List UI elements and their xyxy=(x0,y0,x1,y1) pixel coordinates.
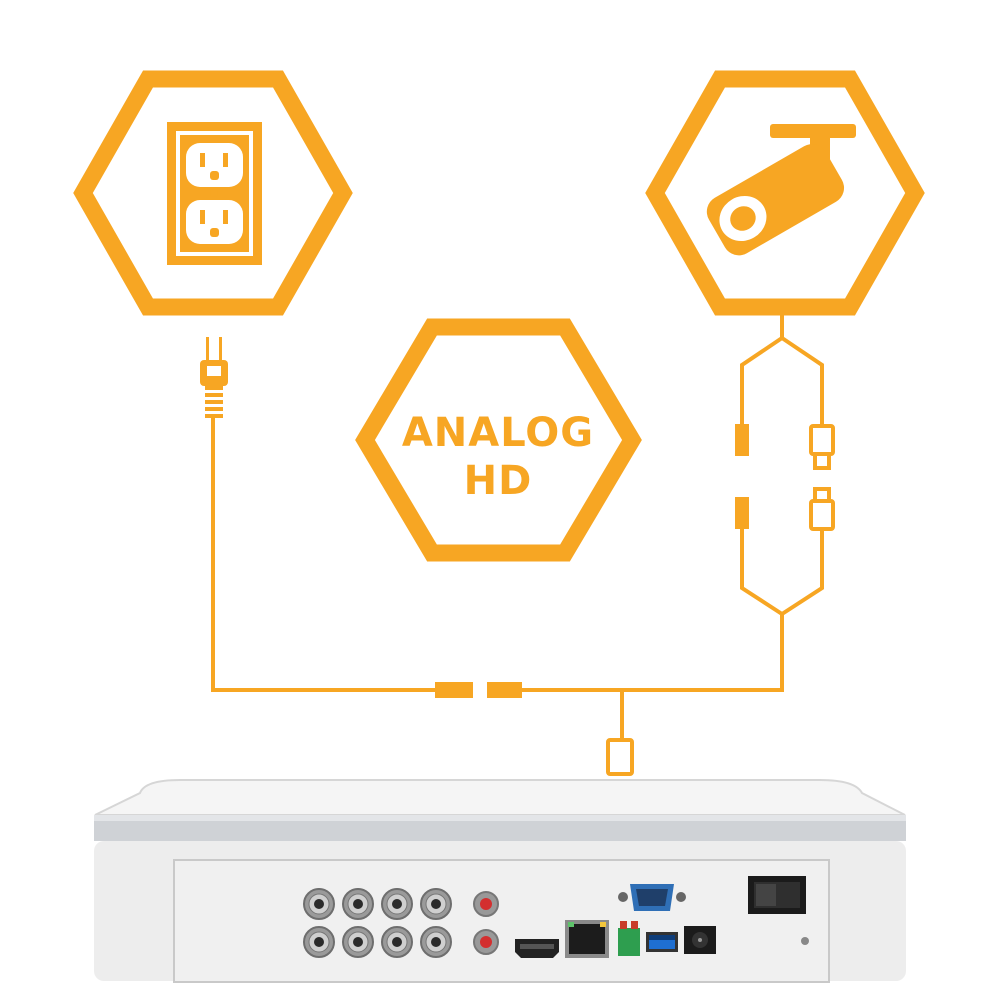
power-connector-male xyxy=(487,682,522,698)
camera-node xyxy=(645,70,925,316)
video-connector-bottom xyxy=(809,499,835,531)
power-cable xyxy=(200,337,473,698)
hdmi-port xyxy=(515,939,559,958)
bnc-input-2 xyxy=(342,888,374,920)
power-plug-icon xyxy=(200,337,228,418)
power-split-connector-bottom xyxy=(735,497,749,529)
video-connector-top-tip xyxy=(813,452,831,470)
alarm-terminal xyxy=(618,921,640,956)
dvr-icon xyxy=(94,779,906,983)
vga-port xyxy=(618,884,686,911)
analog-hd-badge: ANALOG HD xyxy=(355,318,642,562)
video-connector-top xyxy=(809,424,835,456)
dvr-plug-connector xyxy=(606,738,634,776)
camera-cable xyxy=(622,315,835,692)
power-connector-female xyxy=(435,682,473,698)
power-split-connector-top xyxy=(735,424,749,456)
dvr-feed-cable xyxy=(487,682,634,776)
bullet-camera-icon xyxy=(706,124,856,256)
analog-hd-hexagon xyxy=(355,318,642,562)
rca-inputs xyxy=(473,891,499,955)
outlet-hexagon xyxy=(73,70,353,316)
bnc-input-3 xyxy=(381,888,413,920)
usb-port xyxy=(646,932,678,952)
bnc-input-1 xyxy=(303,888,335,920)
power-switch xyxy=(748,876,806,914)
dvr-back-panel xyxy=(173,859,830,983)
badge-line-1: ANALOG xyxy=(402,410,594,456)
power-jack xyxy=(684,926,716,954)
bnc-input-4 xyxy=(420,888,452,920)
outlet-node xyxy=(73,70,353,316)
bnc-input-8 xyxy=(420,926,452,958)
outlet-icon xyxy=(167,122,262,265)
camera-hexagon xyxy=(645,70,925,316)
ground-screw xyxy=(801,937,809,945)
bnc-input-6 xyxy=(342,926,374,958)
dvr-lid xyxy=(94,779,906,816)
bnc-input-7 xyxy=(381,926,413,958)
bnc-inputs xyxy=(303,888,452,958)
bnc-input-5 xyxy=(303,926,335,958)
ethernet-port xyxy=(565,920,609,958)
badge-line-2: HD xyxy=(464,458,533,504)
